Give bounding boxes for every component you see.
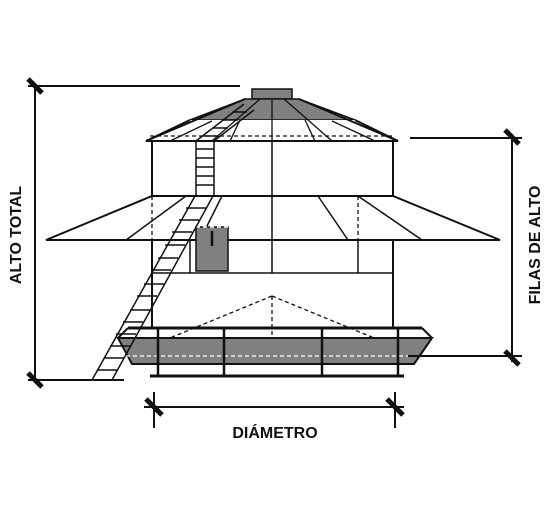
- tick-mark: [26, 77, 44, 95]
- tick-mark: [503, 128, 521, 146]
- ring-height-label: FILAS DE ALTO: [527, 186, 544, 305]
- ring-height-dimension: [408, 128, 522, 367]
- vent-cap: [251, 88, 293, 100]
- total-height-label: ALTO TOTAL: [8, 186, 25, 285]
- tick-mark: [144, 397, 164, 417]
- tick-mark: [385, 397, 405, 417]
- upper-cylinder: [151, 141, 394, 196]
- total-height-dimension: [26, 77, 240, 389]
- diameter-dimension: [144, 392, 405, 428]
- lower-cylinder: [151, 240, 394, 328]
- diameter-label: DIÁMETRO: [232, 423, 317, 442]
- inspection-door: [195, 226, 229, 272]
- top-roof: [145, 98, 399, 142]
- silo: [45, 88, 501, 381]
- lower-ladder: [91, 195, 214, 381]
- eave-hopper: [45, 195, 501, 241]
- tick-mark: [503, 349, 521, 367]
- tick-mark: [26, 371, 44, 389]
- upper-ladder: [195, 103, 255, 196]
- base-ring: [116, 326, 434, 378]
